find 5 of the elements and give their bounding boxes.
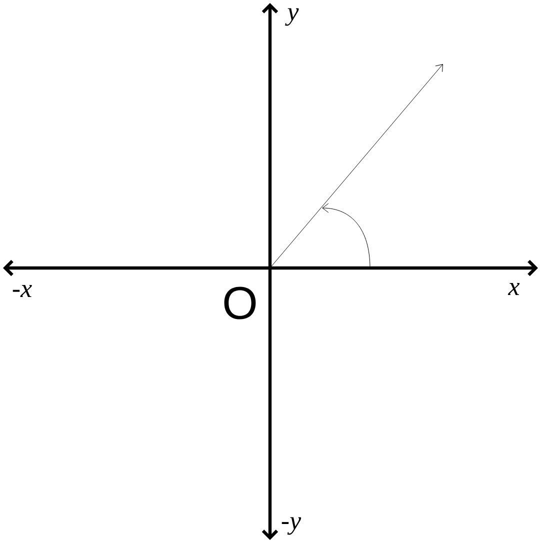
axis-label: -y xyxy=(282,517,302,535)
axis-label: x xyxy=(508,283,520,295)
origin-label: O xyxy=(224,286,256,320)
axis-label: -x xyxy=(12,285,32,297)
axis-label: y xyxy=(285,8,299,26)
